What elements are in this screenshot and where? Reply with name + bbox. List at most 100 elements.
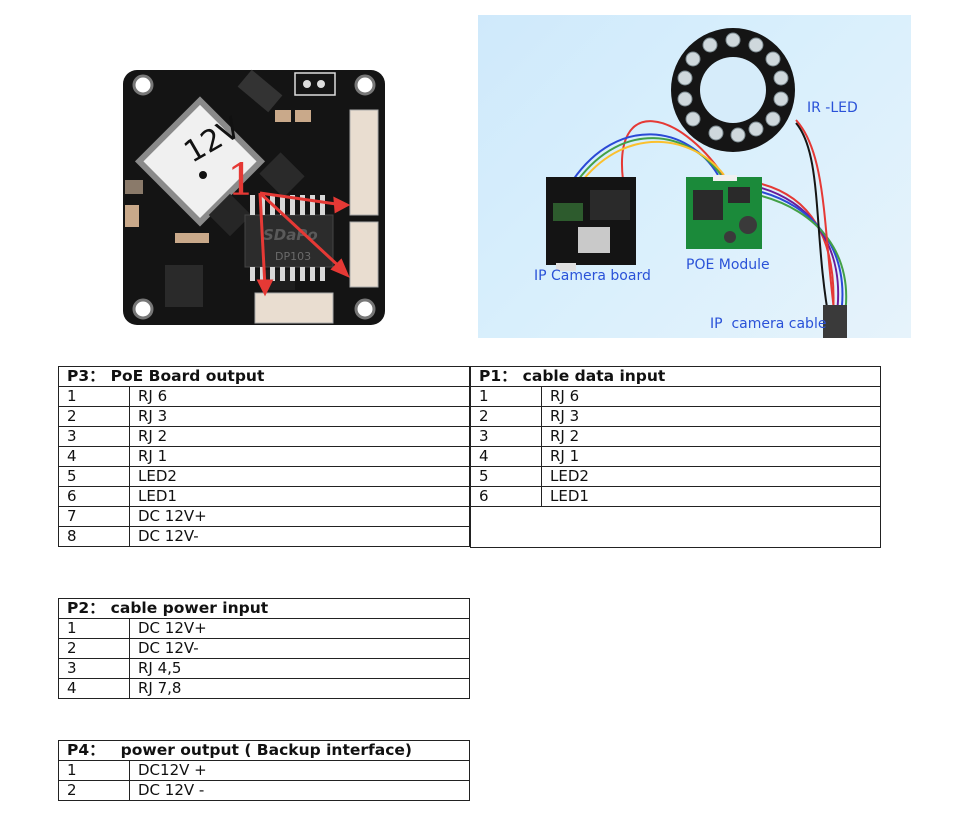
pin-number: 3 [470,426,542,447]
empty-row [470,506,881,548]
poe-module-label: POE Module [686,257,770,273]
pin-number: 5 [58,466,130,487]
assembly-photo: IR -LED IP Camera board POE Module IP ca… [478,15,911,338]
pin-signal: LED2 [541,466,881,487]
pin-signal: RJ 1 [541,446,881,467]
pin-number: 4 [470,446,542,467]
chip-brand: SDaPo [263,226,318,244]
pin-number: 6 [470,486,542,507]
connector-id: P3 [67,367,90,385]
p3-table-title: P3：PoE Board output [58,366,470,387]
pin-number: 4 [58,446,130,467]
pin-number: 1 [470,386,542,407]
cables [572,119,848,338]
connector-p2 [254,292,334,324]
pin-signal: DC 12V+ [129,506,470,527]
ir-led-ring [671,28,795,152]
poe-board-photo: 12V SDaPo DP103 1 [115,65,395,330]
connector-id: P2 [67,599,90,617]
pin-signal: RJ 4,5 [129,658,470,679]
pin-signal: LED1 [129,486,470,507]
table-header-row: P2：cable power input [58,598,470,619]
p4-table-title: P4：power output ( Backup interface) [58,740,470,761]
pin-number: 7 [58,506,130,527]
pin-signal: RJ 3 [541,406,881,427]
pin-number: 2 [58,406,130,427]
ir-led-label: IR -LED [807,100,858,116]
pin-signal: RJ 2 [129,426,470,447]
empty-cell [470,506,881,548]
table-header-row: P3：PoE Board output [58,366,470,387]
pin-signal: DC 12V - [129,780,470,801]
chip-model: DP103 [275,250,311,263]
mounting-hole [132,298,154,320]
camera-board-label: IP Camera board [534,268,651,284]
pin-number: 4 [58,678,130,699]
pin-number: 1 [58,618,130,639]
pin-number: 2 [58,638,130,659]
pin-number: 5 [470,466,542,487]
p2-table-title: P2：cable power input [58,598,470,619]
assembly-illustration [546,28,848,338]
pin-number: 8 [58,526,130,547]
connector-id: P1 [479,367,502,385]
p1-table-title: P1：cable data input [470,366,881,387]
table-header-row: P1：cable data input [470,366,881,387]
pin-signal: RJ 1 [129,446,470,467]
camera-cable-label: IP camera cable [710,316,827,332]
connector-p1 [349,221,379,288]
pin-number: 3 [58,658,130,679]
connector-p3 [349,109,379,216]
mounting-hole [354,74,376,96]
pin-signal: DC 12V+ [129,618,470,639]
table-header-row: P4：power output ( Backup interface) [58,740,470,761]
pin-number: 1 [58,760,130,781]
mounting-hole [354,298,376,320]
pin-signal: RJ 6 [541,386,881,407]
dp103-chip [244,214,334,268]
annotation-arrows [256,191,351,297]
pin-signal: RJ 2 [541,426,881,447]
pin-signal: RJ 6 [129,386,470,407]
mounting-hole [132,74,154,96]
pin-signal: DC 12V- [129,638,470,659]
poe-module-board [686,175,762,249]
pin-number: 2 [58,780,130,801]
pin-signal: LED1 [541,486,881,507]
connector-title: PoE Board output [110,367,265,385]
pin-signal: DC 12V- [129,526,470,547]
pin-number: 2 [470,406,542,427]
ip-camera-board [546,177,636,271]
pin-signal: DC12V + [129,760,470,781]
pin1-marker: 1 [227,155,255,206]
pin-number: 6 [58,486,130,507]
connector-title: power output ( Backup interface) [120,741,412,759]
pin-number: 1 [58,386,130,407]
pin-signal: RJ 3 [129,406,470,427]
pin-signal: RJ 7,8 [129,678,470,699]
connector-id: P4 [67,741,90,759]
pin-signal: LED2 [129,466,470,487]
jumper-outline [294,72,336,96]
